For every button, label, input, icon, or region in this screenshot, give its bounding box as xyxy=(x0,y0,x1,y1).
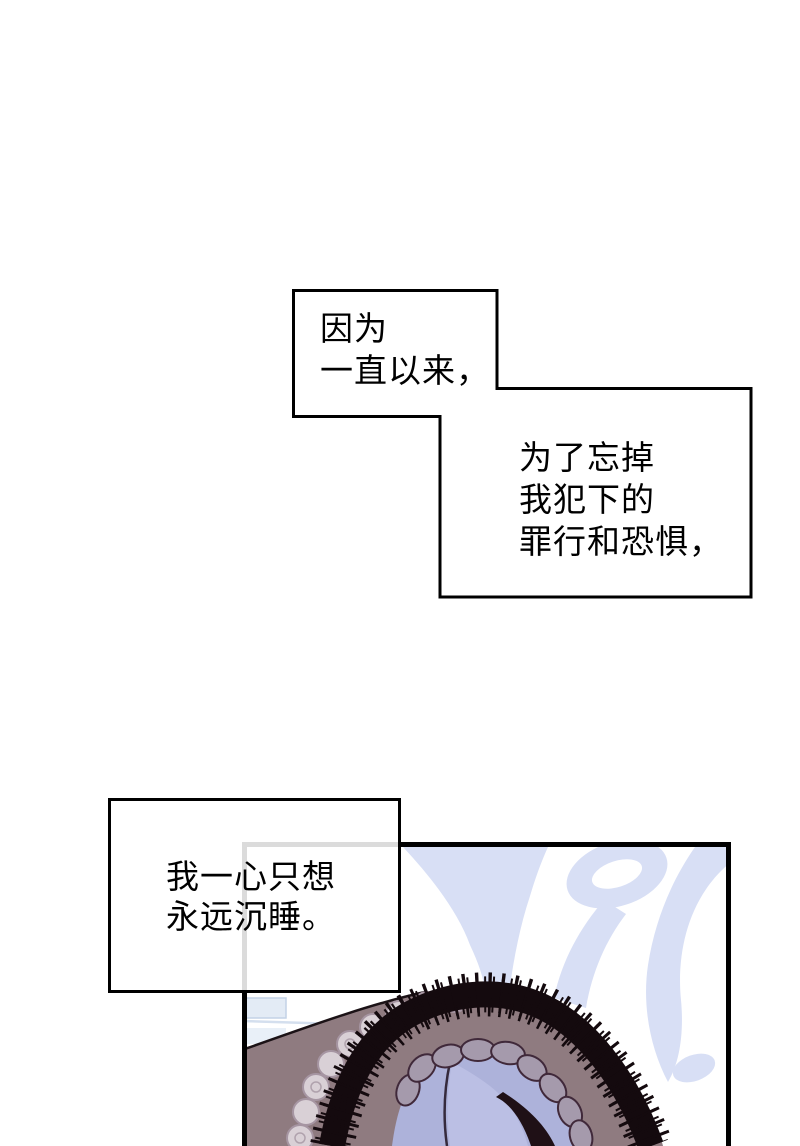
branch-decoration xyxy=(403,847,726,1083)
caption-3-text: 我一心只想 永远沉睡。 xyxy=(166,858,336,938)
caption-2-text: 为了忘掉 我犯下的 罪行和恐惧， xyxy=(519,438,723,564)
panel-illustration xyxy=(247,847,726,1146)
black-lace-trim xyxy=(310,972,672,1146)
caption-line: 一直以来， xyxy=(320,354,490,390)
panel-border xyxy=(242,842,731,1146)
caption-box-1-2 xyxy=(292,289,753,599)
caption-line: 因为 xyxy=(320,312,388,348)
caption-line: 罪行和恐惧， xyxy=(519,525,723,561)
ruffle-trim xyxy=(395,1038,594,1146)
caption-line: 我一心只想 xyxy=(166,860,336,896)
caption-box-3 xyxy=(108,798,401,993)
caption-line: 为了忘掉 xyxy=(519,441,655,477)
caption-line: 永远沉睡。 xyxy=(166,900,336,936)
fabric-shadow-accent xyxy=(496,1092,555,1146)
bonnet xyxy=(247,972,672,1146)
branch-loop-hole xyxy=(591,859,643,889)
caption-line: 我犯下的 xyxy=(519,483,655,519)
caption-1-text: 因为 一直以来， xyxy=(320,309,490,393)
